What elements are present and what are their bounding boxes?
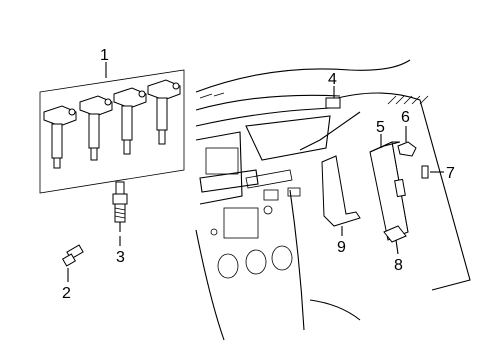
- ignition-coil-4: [147, 79, 181, 145]
- ignition-coil-group: [39, 62, 185, 194]
- callout-3: 3: [116, 249, 125, 266]
- callout-9: 9: [337, 239, 346, 256]
- callout-5: 5: [376, 119, 385, 136]
- callout-8: 8: [394, 257, 403, 274]
- callout-2: 2: [62, 285, 71, 302]
- engine-control-module: [369, 134, 409, 241]
- ignition-coil-3: [113, 87, 147, 155]
- ecm-clip: [397, 126, 417, 157]
- callout-6: 6: [401, 109, 410, 126]
- callout-1: 1: [100, 47, 109, 64]
- ignition-coil-1: [43, 105, 77, 169]
- spark-plug: [112, 181, 128, 246]
- dashboard: [195, 59, 471, 341]
- bracket-4: [325, 97, 341, 109]
- callout-8-leader: [395, 239, 399, 255]
- ecm-bracket: [321, 155, 361, 236]
- callout-4: 4: [328, 71, 337, 88]
- callout-7: 7: [446, 165, 455, 182]
- coil-group-frame: [39, 69, 185, 194]
- ignition-coil-2: [79, 95, 113, 161]
- lower-bracket: [383, 225, 407, 255]
- sensor-bolt: [61, 244, 84, 282]
- ecm-bolt: [421, 165, 444, 179]
